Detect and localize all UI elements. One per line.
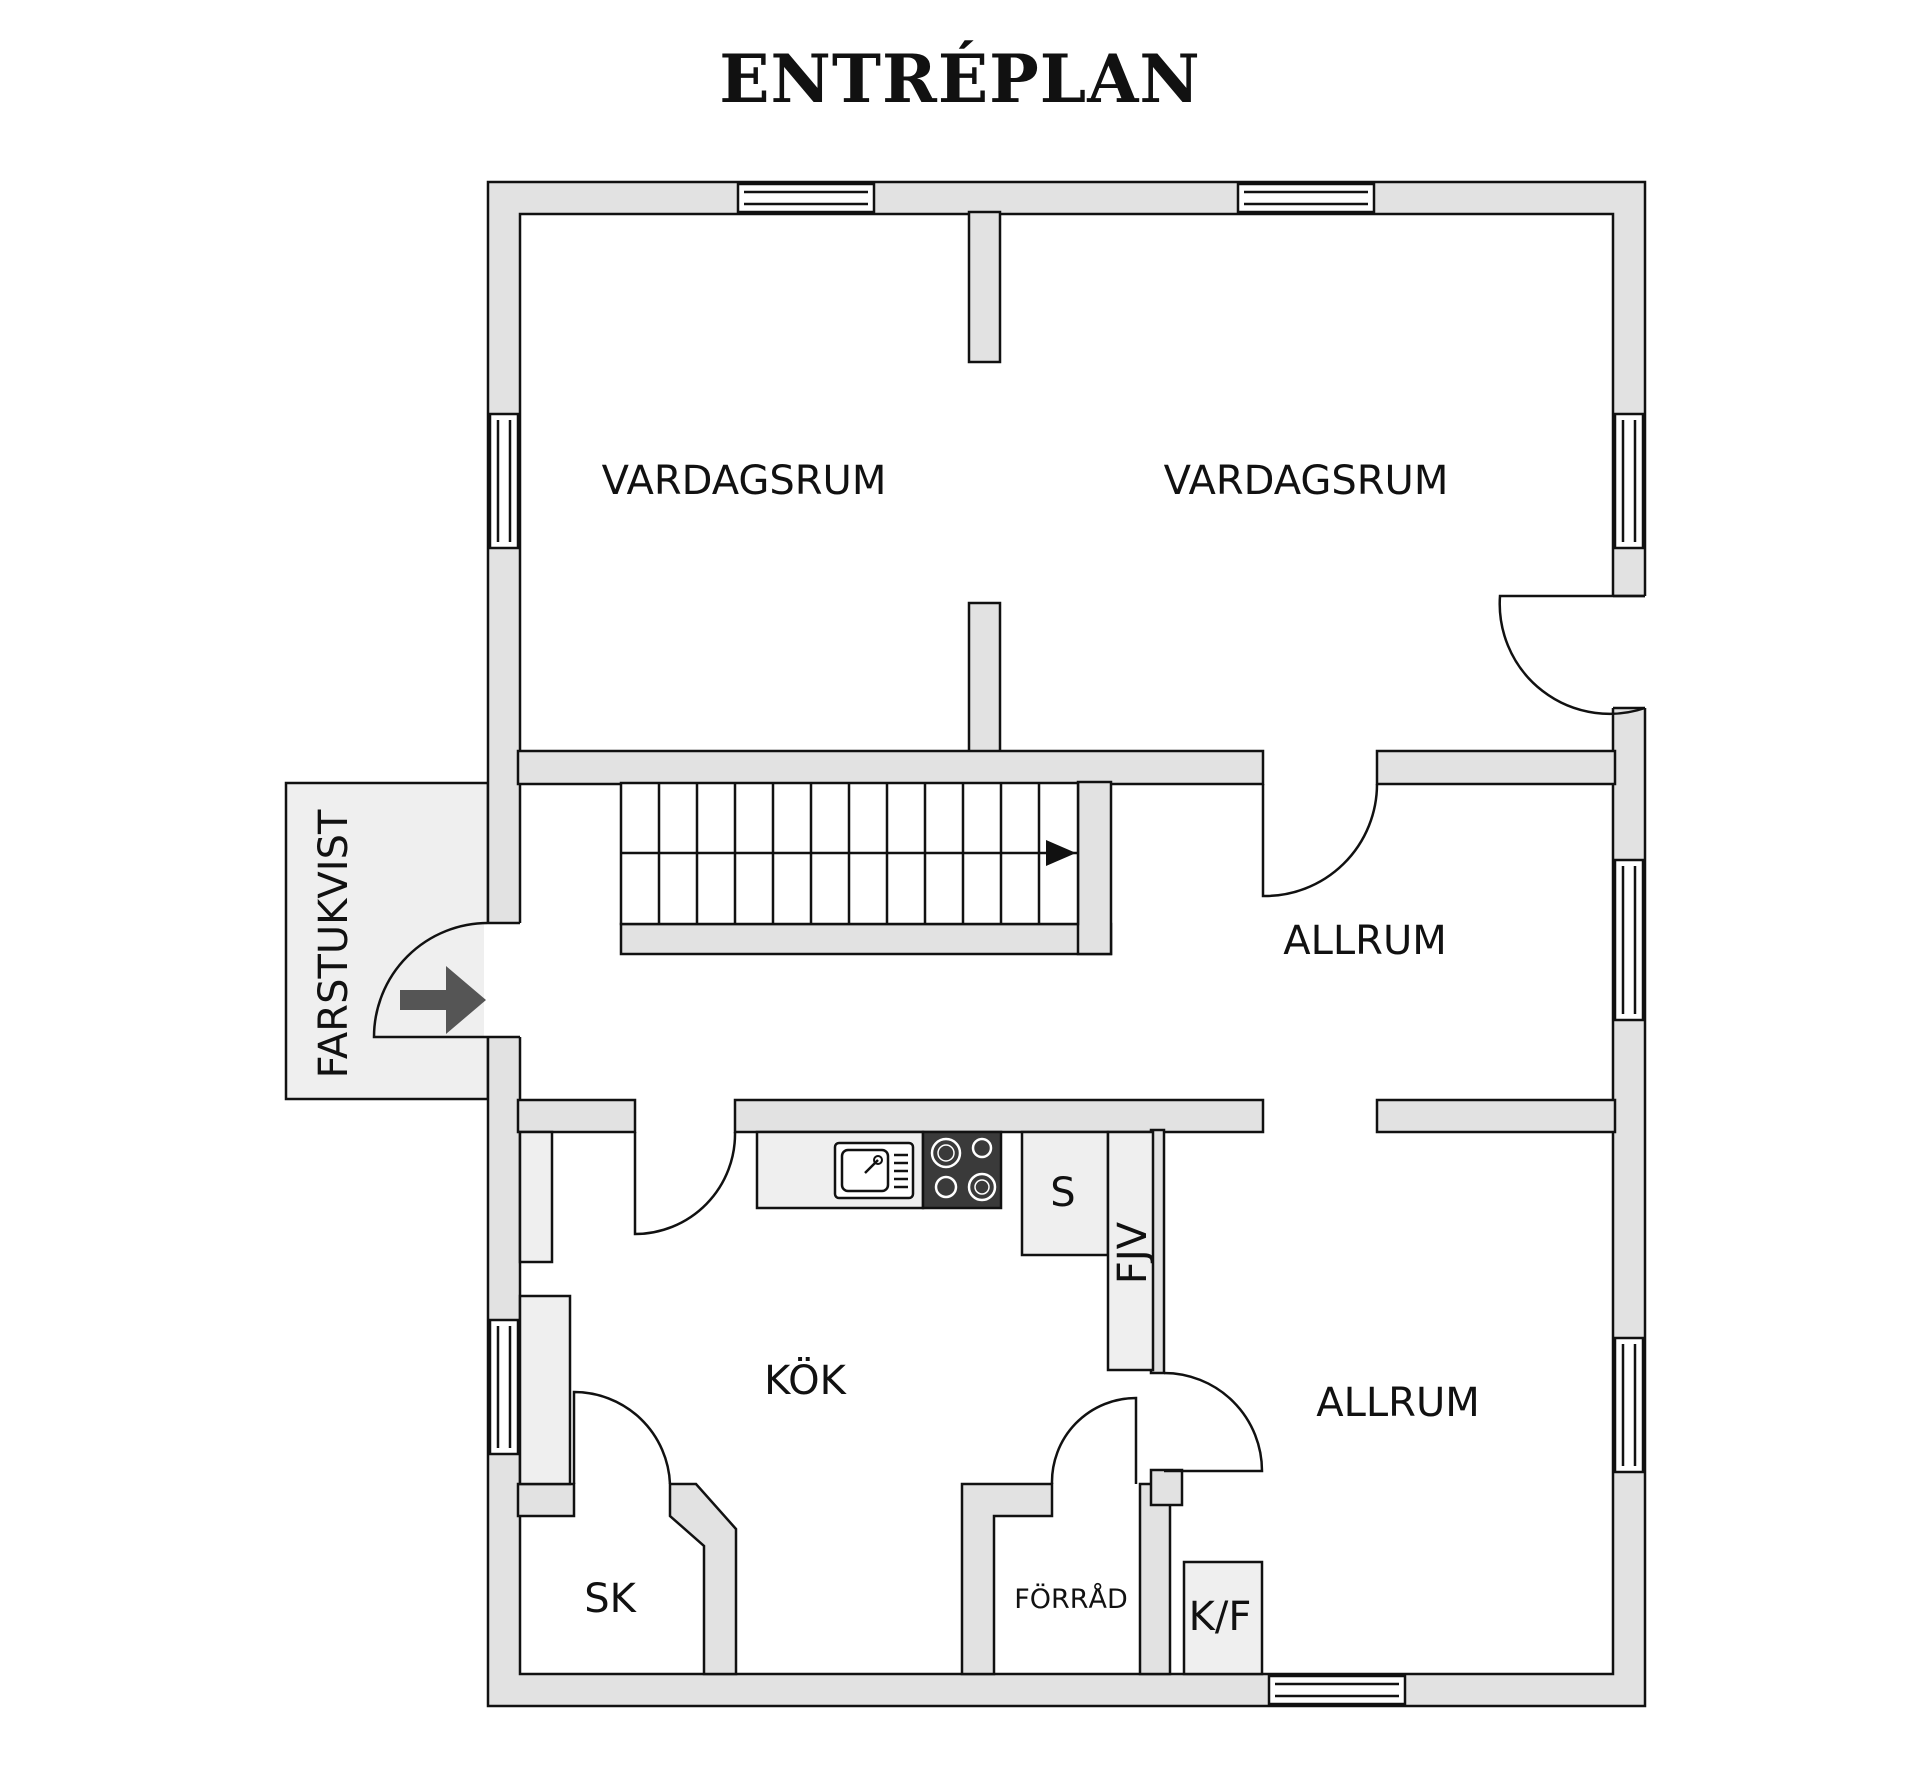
stair-wall-bottom (619, 922, 1113, 956)
door-forrad (1050, 1396, 1138, 1485)
window-top-left (736, 182, 876, 214)
label-s: S (1050, 1170, 1075, 1216)
wall-h2-c (1375, 1098, 1617, 1134)
sink-icon (833, 1141, 915, 1200)
window-left-lower (488, 1318, 520, 1456)
label-forrad: FÖRRÅD (1014, 1583, 1128, 1615)
wall-h2-a (516, 1098, 637, 1134)
cabinet-left-upper (518, 1130, 554, 1264)
window-left-upper (488, 412, 520, 550)
window-bottom (1267, 1674, 1407, 1706)
window-top-right (1236, 182, 1376, 214)
label-allrum-bottom: ALLRUM (1316, 1380, 1480, 1426)
porch-area (284, 781, 490, 1101)
label-kf: K/F (1189, 1594, 1252, 1640)
wall-vardagsrum-lower (967, 601, 1002, 755)
wall-h1-left (516, 749, 1265, 786)
entrance-arrow-icon (400, 966, 486, 1034)
door-kok-allrum (1163, 1371, 1264, 1473)
forrad-wall-joint (1149, 1468, 1184, 1507)
stove-icon (921, 1130, 1003, 1210)
cabinet-kf (1182, 1560, 1264, 1676)
wall-h2-b (733, 1098, 1265, 1134)
label-vardagsrum-right: VARDAGSRUM (1164, 458, 1449, 504)
right-exterior-door (1498, 594, 1646, 716)
wall-h1-right (1375, 749, 1617, 786)
label-kok: KÖK (764, 1356, 848, 1404)
entrance-opening (484, 923, 524, 1037)
forrad-wall-left (960, 1482, 1054, 1676)
sk-wall-top (516, 1482, 576, 1518)
cabinet-left-lower (518, 1294, 572, 1486)
label-farstukvist: FARSTUKVIST (311, 809, 357, 1078)
staircase (619, 781, 1080, 926)
stair-direction-arrow-icon (1046, 840, 1076, 866)
sk-wall-right (668, 1482, 738, 1676)
door-hall-kok (633, 1131, 737, 1236)
stair-wall-right (1076, 780, 1113, 956)
entrance-door (372, 921, 489, 1039)
cabinet-s (1020, 1130, 1110, 1257)
window-right-middle (1613, 858, 1645, 1022)
window-right-upper (1613, 412, 1645, 550)
door-sk (572, 1390, 672, 1485)
right-door-opening (1609, 596, 1649, 708)
cabinet-fjv (1106, 1130, 1155, 1372)
label-sk: SK (584, 1576, 637, 1622)
forrad-wall-right (1138, 1482, 1172, 1676)
wall-vardagsrum-upper (967, 210, 1002, 364)
plan-title: ENTRÉPLAN (719, 40, 1201, 118)
door-vardagsrum-allrum (1261, 783, 1379, 898)
label-vardagsrum-left: VARDAGSRUM (602, 458, 887, 504)
window-right-lower (1613, 1336, 1645, 1474)
label-allrum-top: ALLRUM (1283, 918, 1447, 964)
label-fjv: FJV (1110, 1221, 1156, 1284)
